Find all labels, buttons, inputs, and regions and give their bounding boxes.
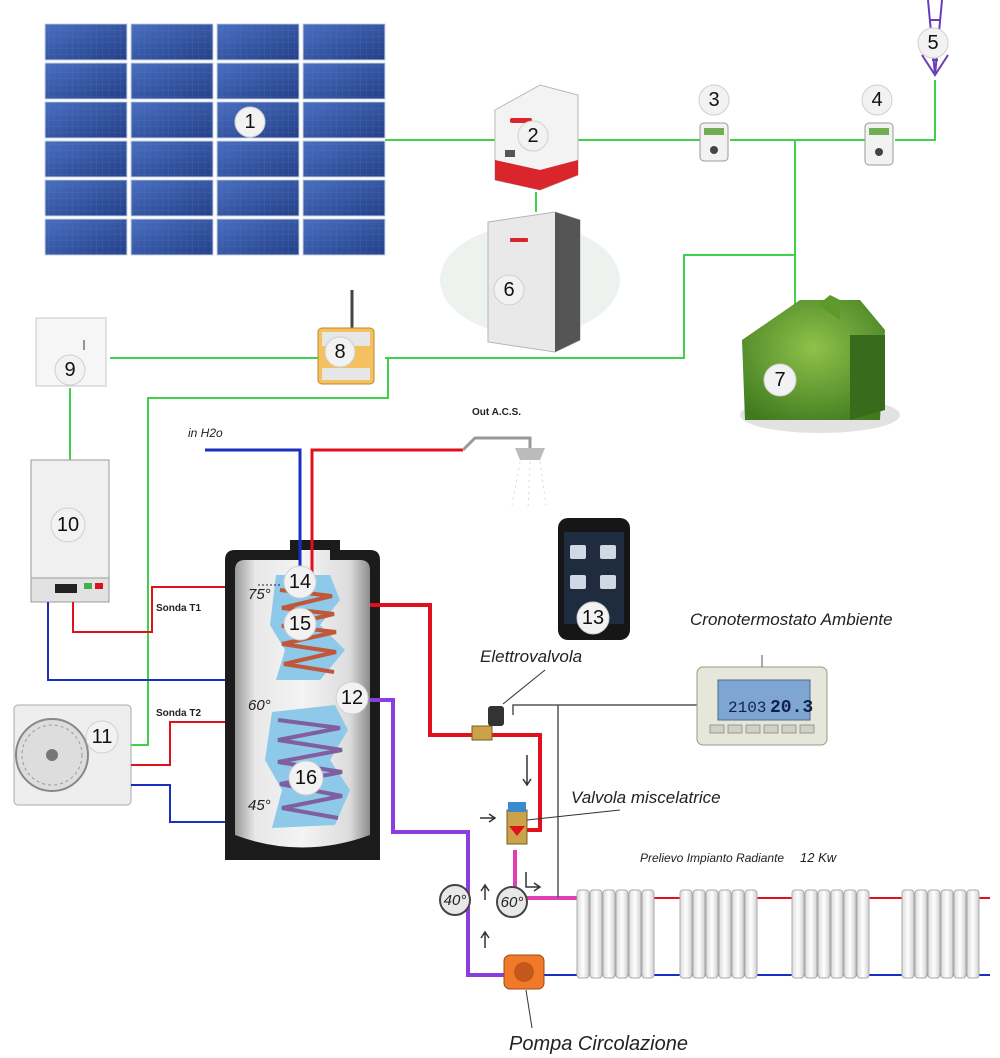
svg-text:3: 3 bbox=[708, 89, 719, 111]
thermostat-time: 2103 bbox=[728, 699, 766, 717]
thermostat-temp: 20.3 bbox=[770, 698, 813, 718]
svg-text:1: 1 bbox=[244, 111, 255, 133]
wifi-gateway bbox=[317, 290, 375, 385]
prelievo-power: 12 Kw bbox=[800, 850, 838, 865]
room-thermostat bbox=[696, 655, 828, 746]
badge-4: 4 bbox=[861, 84, 893, 116]
badge-11: 11 bbox=[85, 720, 119, 754]
gauge-40-value: 40° bbox=[444, 892, 467, 909]
radiator bbox=[901, 889, 980, 979]
badge-3: 3 bbox=[698, 84, 730, 116]
radiator bbox=[791, 889, 870, 979]
svg-text:13: 13 bbox=[582, 607, 604, 629]
gauge-60-value: 60° bbox=[501, 894, 524, 911]
temperature-gauge-60 bbox=[496, 886, 528, 918]
badge-5: 5 bbox=[917, 27, 949, 59]
flow-arrows bbox=[480, 755, 542, 948]
svg-text:10: 10 bbox=[57, 514, 79, 536]
smartphone-app bbox=[558, 518, 630, 640]
badge-2: 2 bbox=[517, 120, 549, 152]
heat-pump-outdoor-unit bbox=[13, 704, 132, 806]
solar-panel-array bbox=[44, 23, 386, 256]
prelievo-label: Prelievo Impianto Radiante bbox=[640, 851, 784, 865]
sonda-t2-label: Sonda T2 bbox=[156, 708, 201, 719]
svg-text:12: 12 bbox=[341, 687, 363, 709]
badge-14: 14 bbox=[283, 565, 317, 599]
badge-8: 8 bbox=[324, 336, 356, 368]
svg-text:4: 4 bbox=[871, 89, 882, 111]
badge-15: 15 bbox=[283, 607, 317, 641]
badge-13: 13 bbox=[576, 601, 610, 635]
svg-text:5: 5 bbox=[927, 32, 938, 54]
green-house bbox=[740, 295, 900, 433]
temperature-gauge-40 bbox=[439, 884, 471, 916]
svg-text:2: 2 bbox=[527, 125, 538, 147]
svg-text:8: 8 bbox=[334, 341, 345, 363]
badge-6: 6 bbox=[493, 274, 525, 306]
badge-16: 16 bbox=[288, 760, 324, 796]
badge-1: 1 bbox=[234, 106, 266, 138]
svg-text:6: 6 bbox=[503, 279, 514, 301]
shower-icon bbox=[461, 436, 547, 511]
elettrovalvola-label: Elettrovalvola bbox=[480, 647, 582, 666]
circulation-pump bbox=[503, 954, 545, 990]
battery-storage bbox=[440, 211, 620, 353]
svg-text:16: 16 bbox=[295, 767, 317, 789]
boiler-unit bbox=[30, 459, 110, 603]
svg-text:9: 9 bbox=[64, 359, 75, 381]
energy-meter-3 bbox=[699, 122, 729, 162]
badge-12: 12 bbox=[335, 681, 369, 715]
svg-text:15: 15 bbox=[289, 613, 311, 635]
energy-meter-4 bbox=[864, 122, 894, 166]
temp-60-tank: 60° bbox=[248, 697, 271, 714]
temp-45: 45° bbox=[248, 797, 271, 814]
electrovalve bbox=[471, 706, 504, 741]
pompa-label: Pompa Circolazione bbox=[509, 1033, 688, 1055]
svg-text:14: 14 bbox=[289, 571, 311, 593]
cronotermostato-label: Cronotermostato Ambiente bbox=[690, 610, 893, 629]
leader-lines bbox=[502, 669, 621, 1029]
mixing-valve bbox=[506, 802, 528, 845]
radiator bbox=[679, 889, 758, 979]
domestic-water-piping bbox=[205, 448, 463, 575]
badge-9: 9 bbox=[54, 354, 86, 386]
badge-10: 10 bbox=[50, 507, 86, 543]
radiators bbox=[576, 889, 980, 979]
temp-75: 75° bbox=[248, 586, 271, 603]
in-h2o-label: in H2o bbox=[188, 426, 223, 440]
out-acs-label: Out A.C.S. bbox=[472, 407, 521, 418]
radiator bbox=[576, 889, 655, 979]
green-connection-lines bbox=[69, 80, 936, 746]
svg-text:7: 7 bbox=[774, 369, 785, 391]
storage-tank bbox=[225, 540, 380, 860]
valvola-miscelatrice-label: Valvola miscelatrice bbox=[571, 788, 721, 807]
svg-text:11: 11 bbox=[92, 726, 113, 748]
sonda-t1-label: Sonda T1 bbox=[156, 603, 201, 614]
badge-7: 7 bbox=[763, 363, 797, 397]
